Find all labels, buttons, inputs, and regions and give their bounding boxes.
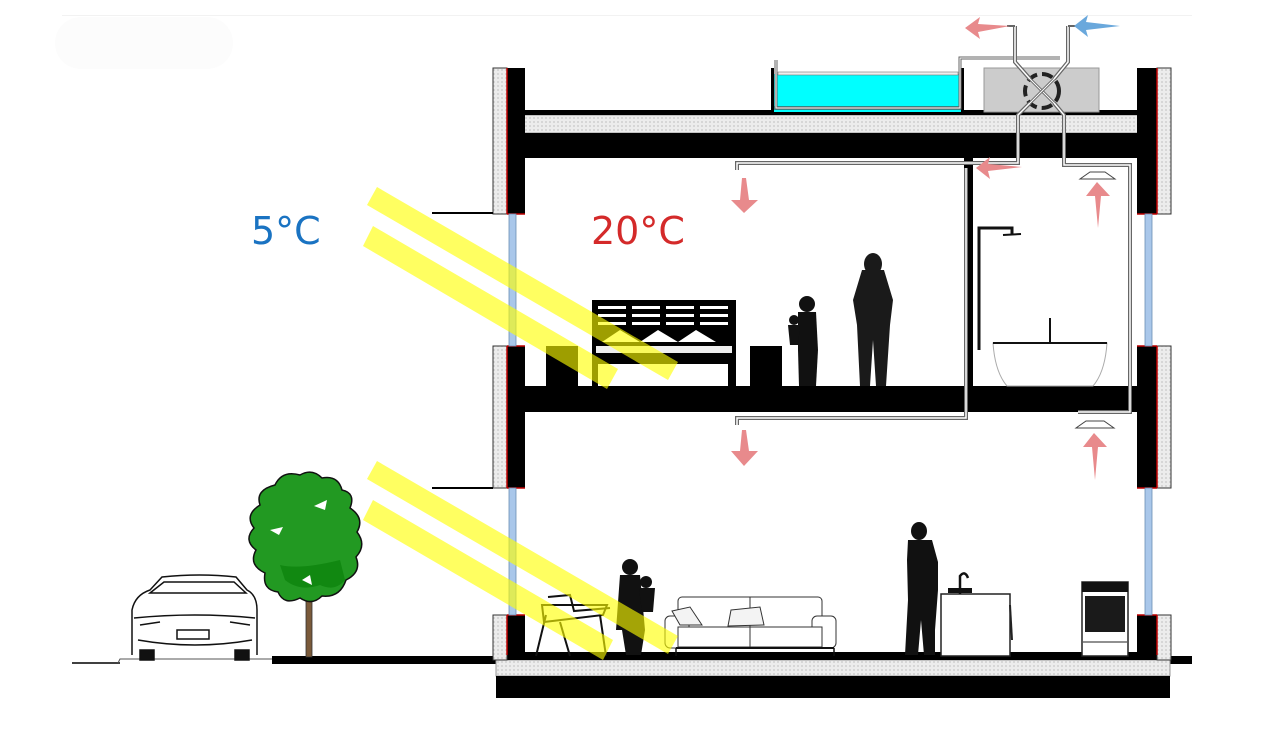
- top-divider: [62, 15, 1192, 16]
- right-wall: [1137, 67, 1172, 661]
- extract-air-arrow-upper: [1086, 182, 1110, 228]
- supply-air-arrow-upper: [731, 178, 758, 213]
- right-window-lower: [1144, 487, 1153, 616]
- sun-rays-upper: [363, 187, 678, 389]
- man-silhouette: [905, 522, 938, 655]
- return-air-arrow: [976, 157, 1022, 179]
- nightstand-right: [750, 346, 782, 386]
- tree: [248, 471, 363, 658]
- ventilation-ducts: [735, 25, 1132, 425]
- indoor-temperature-label: 20°C: [591, 209, 685, 253]
- sofa: [664, 596, 837, 656]
- roof-slab: [506, 110, 1160, 158]
- ground-floor-slab: [495, 652, 1171, 698]
- warm-air-exhaust-arrow: [965, 17, 1010, 39]
- sun-rays-lower: [363, 461, 678, 660]
- cold-air-intake-arrow: [1074, 15, 1120, 37]
- outdoor-temperature-label: 5°C: [251, 209, 321, 253]
- supply-air-arrow-lower: [731, 430, 758, 466]
- woman-silhouette: [853, 253, 893, 386]
- intermediate-floor: [520, 386, 1145, 412]
- kitchen-sink: [940, 572, 1013, 657]
- bathtub: [992, 318, 1108, 387]
- roof-pool: [771, 56, 1060, 112]
- extract-grille-lower: [1074, 420, 1116, 429]
- child-with-teddy-silhouette: [788, 296, 818, 386]
- right-window-upper: [1144, 213, 1153, 347]
- left-wall: [432, 67, 525, 661]
- car: [131, 574, 258, 661]
- heat-recovery-unit: [983, 67, 1100, 113]
- faint-placeholder-shape: [55, 17, 233, 69]
- bathroom-partition-wall: [964, 158, 973, 386]
- ground-line: [72, 656, 1192, 664]
- extract-grille-upper: [1078, 171, 1117, 180]
- shower: [977, 226, 1022, 350]
- oven: [1081, 581, 1129, 657]
- extract-air-arrow-lower: [1083, 433, 1107, 480]
